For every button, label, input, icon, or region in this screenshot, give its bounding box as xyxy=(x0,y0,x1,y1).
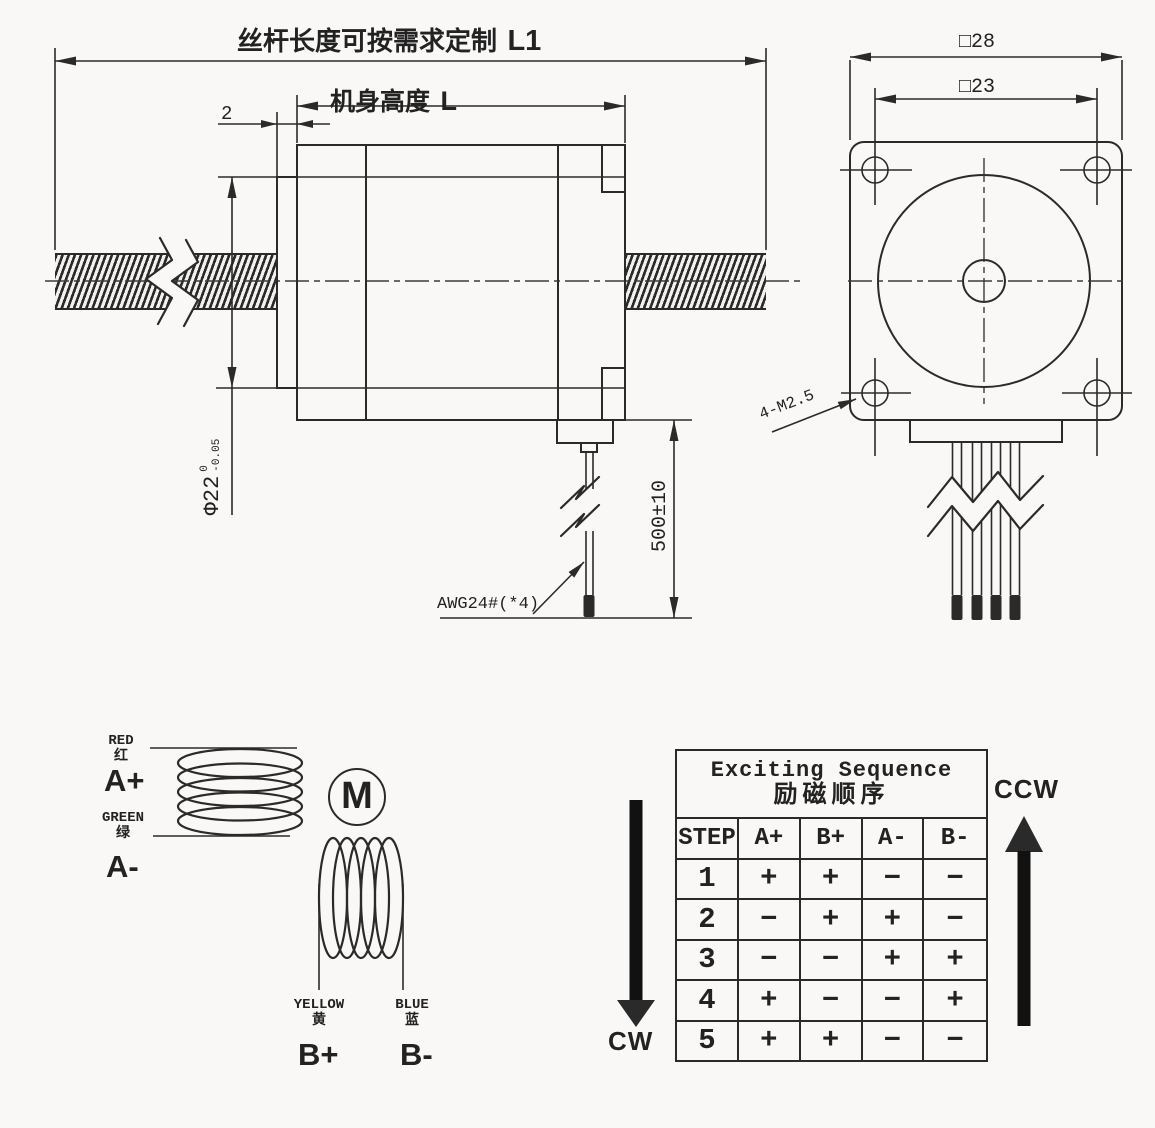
table-cell: − xyxy=(739,900,801,939)
table-row: 2 − + + − xyxy=(677,900,986,941)
table-header-step: STEP xyxy=(677,819,739,858)
table-header-a-pos: A+ xyxy=(739,819,801,858)
dim-outer-size: □28 xyxy=(959,31,996,54)
table-cell: + xyxy=(801,1021,863,1060)
table-header-a-neg: A- xyxy=(863,819,925,858)
excitation-table: Exciting Sequence 励磁顺序 STEP A+ B+ A- B- … xyxy=(675,749,988,1062)
dim-screw-length: 丝杆长度可按需求定制 L1 xyxy=(237,21,541,58)
dim-boss-diameter: Φ22 0 -0.05 xyxy=(192,412,232,542)
table-cell: − xyxy=(946,902,964,936)
phase-b-neg-color-en: BLUE xyxy=(395,997,429,1013)
excitation-table-title: Exciting Sequence 励磁顺序 xyxy=(677,751,986,819)
dim-boss-tolerance: 0 -0.05 xyxy=(199,438,223,472)
table-row: 5 + + − − xyxy=(677,1021,986,1060)
table-header-b-neg: B- xyxy=(940,824,970,852)
table-cell: − xyxy=(863,859,925,898)
table-row: 4 + − − + xyxy=(677,981,986,1022)
phase-b-neg-color: BLUE 蓝 xyxy=(384,997,440,1029)
dim-hole-spacing: □23 xyxy=(959,76,996,99)
excitation-table-title-en: Exciting Sequence xyxy=(710,757,953,783)
phase-a-pos-color: RED 红 xyxy=(96,733,146,765)
table-cell: − xyxy=(863,1021,925,1060)
terminal-b-neg: B- xyxy=(400,1037,433,1072)
wiring-diagram xyxy=(150,747,405,990)
step-cell: 4 xyxy=(677,981,739,1020)
step-cell: 1 xyxy=(677,859,739,898)
cw-label: CW xyxy=(608,1026,654,1056)
phase-b-neg-color-zh: 蓝 xyxy=(405,1013,419,1030)
motor-symbol: M xyxy=(341,775,373,817)
terminal-b-pos: B+ xyxy=(298,1037,339,1072)
terminal-a-pos: A+ xyxy=(104,763,145,798)
table-cell: + xyxy=(863,940,925,979)
step-cell: 5 xyxy=(677,1021,739,1060)
table-cell: − xyxy=(946,1024,964,1058)
side-view xyxy=(45,48,800,619)
dim-body-height-zh: 机身高度 xyxy=(330,88,431,116)
table-cell: + xyxy=(739,981,801,1020)
phase-a-neg-color-zh: 绿 xyxy=(116,826,130,843)
table-row: 1 + + − − xyxy=(677,859,986,900)
wire-gauge-label: AWG24#(*4) xyxy=(437,595,540,614)
phase-a-pos-color-en: RED xyxy=(108,733,134,749)
table-cell: − xyxy=(946,862,964,896)
dim-lead-wire-length: 500±10 xyxy=(648,480,672,553)
terminal-a-neg: A- xyxy=(106,849,139,884)
table-row: 3 − − + + xyxy=(677,940,986,981)
phase-a-neg-color: GREEN 绿 xyxy=(92,810,154,842)
table-cell: + xyxy=(946,983,964,1017)
excitation-table-header-row: STEP A+ B+ A- B- xyxy=(677,819,986,860)
table-cell: + xyxy=(739,859,801,898)
phase-a-neg-color-en: GREEN xyxy=(101,810,144,826)
dim-screw-length-code: L1 xyxy=(507,25,542,57)
table-cell: − xyxy=(863,981,925,1020)
dim-body-height: 机身高度 L xyxy=(330,82,457,118)
dim-body-height-code: L xyxy=(440,86,457,116)
table-cell: − xyxy=(739,940,801,979)
ccw-arrow-head-icon xyxy=(1005,816,1043,852)
phase-a-pos-color-zh: 红 xyxy=(114,749,128,766)
table-cell: + xyxy=(739,1021,801,1060)
dim-boss-tol-lower: -0.05 xyxy=(211,438,223,472)
excitation-table-title-zh: 励磁顺序 xyxy=(773,782,890,810)
table-cell: + xyxy=(801,859,863,898)
dim-plate-thickness: 2 xyxy=(221,103,234,125)
step-cell: 2 xyxy=(677,900,739,939)
phase-b-pos-color-en: YELLOW xyxy=(293,997,345,1013)
cw-arrow-head-icon xyxy=(617,1000,655,1027)
table-cell: − xyxy=(801,940,863,979)
ccw-label: CCW xyxy=(994,774,1060,804)
table-cell: + xyxy=(946,943,964,977)
table-header-b-pos: B+ xyxy=(801,819,863,858)
motor-symbol-circle xyxy=(328,768,386,826)
table-cell: − xyxy=(801,981,863,1020)
dim-boss-main: Φ22 xyxy=(199,475,225,516)
step-cell: 3 xyxy=(677,940,739,979)
front-view xyxy=(771,52,1132,620)
phase-b-pos-color: YELLOW 黄 xyxy=(284,997,354,1029)
table-cell: + xyxy=(801,900,863,939)
dim-screw-length-zh: 丝杆长度可按需求定制 xyxy=(237,26,498,56)
phase-b-pos-color-zh: 黄 xyxy=(312,1013,326,1030)
rotation-arrows xyxy=(617,800,1043,1027)
table-cell: + xyxy=(863,900,925,939)
